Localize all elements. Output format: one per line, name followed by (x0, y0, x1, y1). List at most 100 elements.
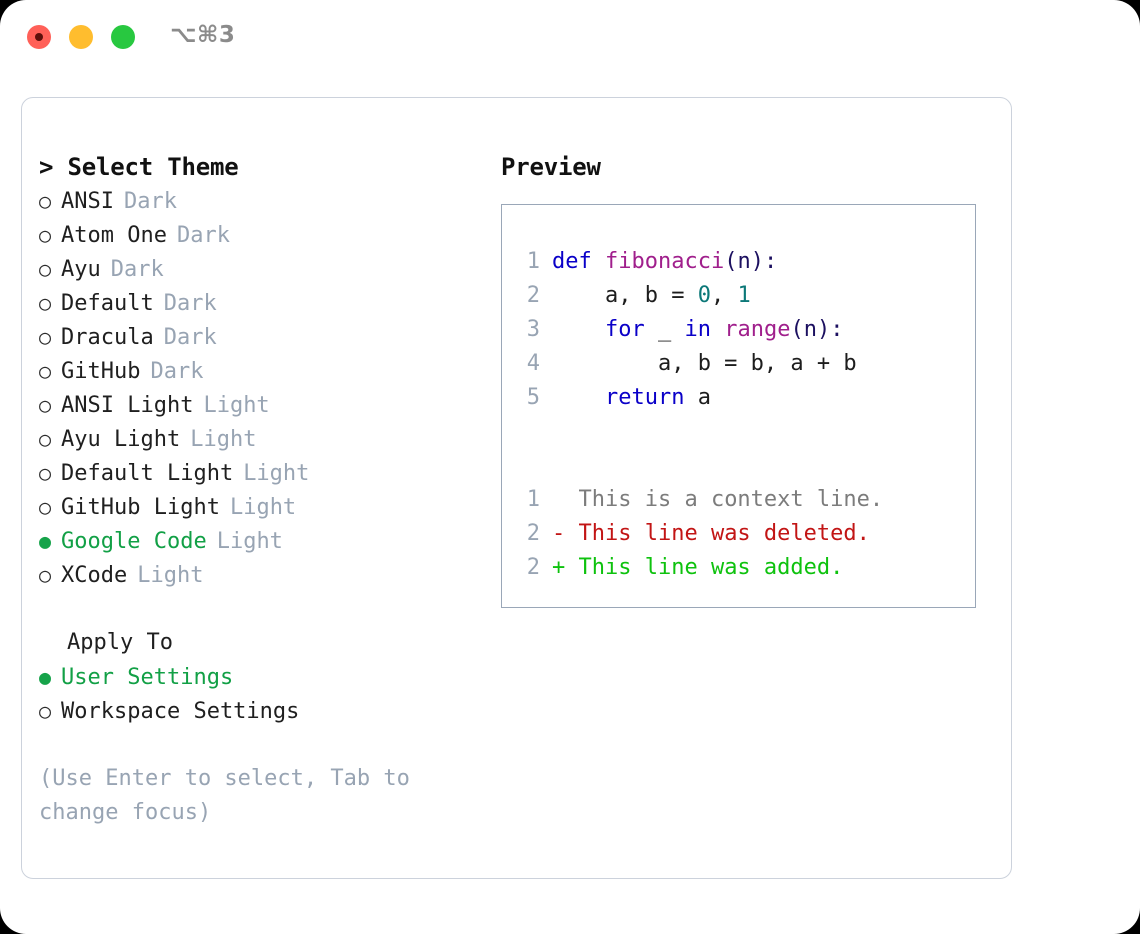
diff-line: 2 + This line was added. (514, 551, 883, 585)
line-number: 1 (526, 487, 540, 512)
code-token: in (684, 317, 711, 342)
code-line: 3 for _ in range(n): (514, 313, 883, 347)
code-token (552, 317, 605, 342)
radio-unselected-icon: ○ (39, 563, 52, 587)
line-number: 3 (526, 317, 540, 342)
code-token (711, 317, 724, 342)
radio-selected-icon: ● (39, 529, 52, 553)
keyboard-hint-text: (Use Enter to select, Tab to change focu… (39, 766, 410, 825)
theme-option-label: Ayu Light (61, 427, 181, 452)
radio-unselected-icon: ○ (39, 393, 52, 417)
code-line: 1 def fibonacci(n): (514, 245, 883, 279)
close-button[interactable] (27, 25, 51, 49)
theme-option-label: Default (61, 291, 154, 316)
code-token (552, 385, 605, 410)
theme-variant-tag: Dark (110, 257, 164, 282)
line-number: 2 (526, 283, 540, 308)
code-line: 2 a, b = 0, 1 (514, 279, 883, 313)
line-number: 4 (526, 351, 540, 376)
minimize-button[interactable] (69, 25, 93, 49)
radio-unselected-icon: ○ (39, 359, 52, 383)
theme-variant-tag: Dark (176, 223, 230, 248)
code-token: (n): (724, 249, 778, 274)
code-token: (n): (790, 317, 844, 342)
theme-variant-tag: Light (190, 427, 257, 452)
line-number: 5 (526, 385, 540, 410)
apply-to-list: ● User Settings ○ Workspace Settings (39, 660, 479, 728)
zoom-button[interactable] (111, 25, 135, 49)
theme-variant-tag: Light (203, 393, 270, 418)
code-token: 1 (737, 283, 751, 308)
diff-text: This is a context line. (565, 487, 884, 512)
diff-marker: + (552, 555, 566, 580)
code-token: a (684, 385, 711, 410)
theme-option-label: XCode (61, 563, 128, 588)
apply-to-option-user-settings[interactable]: ● User Settings (39, 660, 479, 694)
radio-unselected-icon: ○ (39, 495, 52, 519)
theme-variant-tag: Light (229, 495, 297, 520)
line-number: 2 (526, 555, 540, 580)
radio-unselected-icon: ○ (39, 189, 52, 213)
apply-to-option-label: User Settings (61, 665, 234, 690)
radio-selected-icon: ● (39, 665, 52, 689)
code-token: 0 (697, 283, 711, 308)
apply-to-option-workspace-settings[interactable]: ○ Workspace Settings (39, 694, 479, 728)
radio-unselected-icon: ○ (39, 427, 52, 451)
preview-heading: Preview (501, 153, 601, 181)
diff-line: 2- This line was deleted. (514, 517, 883, 551)
theme-variant-tag: Dark (123, 189, 177, 214)
code-token: _ (644, 317, 685, 342)
theme-option-ansi-light[interactable]: ○ ANSI Light Light (39, 388, 479, 422)
radio-unselected-icon: ○ (39, 699, 52, 723)
diff-marker: - (552, 521, 566, 546)
theme-variant-tag: Dark (163, 291, 217, 316)
code-token: a, b = b, a + b (552, 351, 857, 376)
code-token: def (552, 249, 605, 274)
theme-option-label: ANSI Light (61, 393, 194, 418)
code-blank-line (514, 415, 883, 449)
code-line: 5 return a (514, 381, 883, 415)
theme-variant-tag: Dark (163, 325, 217, 350)
theme-option-google-code[interactable]: ● Google Code Light (39, 524, 479, 558)
theme-variant-tag: Light (243, 461, 310, 486)
theme-option-label: Ayu (61, 257, 101, 282)
theme-option-ayu-light[interactable]: ○ Ayu Light Light (39, 422, 479, 456)
theme-option-label: Google Code (61, 529, 207, 554)
theme-option-label: Default Light (61, 461, 234, 486)
title-bar: ⌥⌘3 (0, 0, 1140, 78)
code-line: 4 a, b = b, a + b (514, 347, 883, 381)
diff-marker (552, 487, 565, 512)
theme-option-default-light[interactable]: ○ Default Light Light (39, 456, 479, 490)
keyboard-shortcut-label: ⌥⌘3 (170, 22, 236, 48)
code-token: range (724, 317, 791, 342)
code-token: return (604, 385, 685, 410)
theme-option-ayu[interactable]: ○ Ayu Dark (39, 252, 479, 286)
code-token: fibonacci (604, 249, 725, 274)
diff-text: This line was added. (565, 555, 844, 580)
apply-to-option-label: Workspace Settings (61, 699, 300, 724)
theme-option-label: Atom One (61, 223, 167, 248)
diff-text: This line was deleted. (565, 521, 870, 546)
radio-unselected-icon: ○ (39, 257, 52, 281)
line-number: 1 (526, 249, 540, 274)
line-number: 2 (526, 521, 540, 546)
select-theme-heading: > Select Theme (39, 153, 239, 181)
theme-option-label: Dracula (61, 325, 154, 350)
radio-unselected-icon: ○ (39, 461, 52, 485)
theme-variant-tag: Light (216, 529, 283, 554)
code-token: , (710, 283, 738, 308)
traffic-light-buttons (27, 25, 135, 49)
